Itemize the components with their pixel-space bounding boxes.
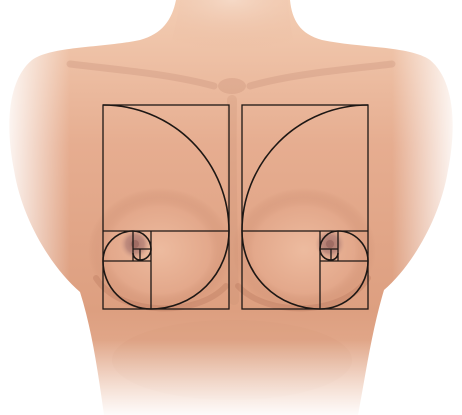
edge-fade-bottom <box>0 340 462 415</box>
neck-highlight <box>164 0 300 64</box>
sternal-notch <box>218 78 246 94</box>
right-nipple <box>326 240 334 248</box>
sternum-shadow <box>232 100 234 300</box>
left-nipple <box>131 240 139 248</box>
